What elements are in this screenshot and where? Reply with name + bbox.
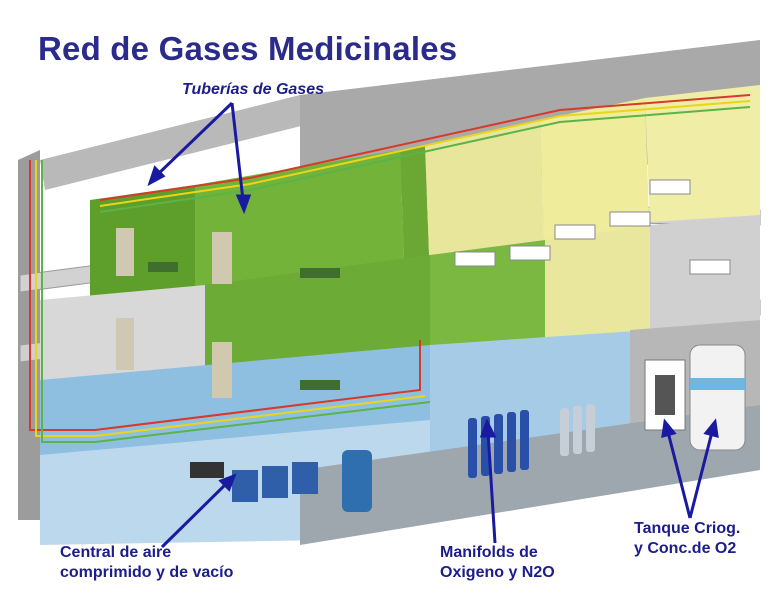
gas-pipes <box>29 94 751 443</box>
room-green-upper-right <box>400 145 430 285</box>
building-right-face <box>300 405 760 545</box>
arrow-air <box>160 480 230 549</box>
arrow-pipes-left <box>154 101 234 178</box>
arrow-tank-left <box>666 431 692 519</box>
roof-back-wall <box>40 95 305 190</box>
arrow-manifold <box>486 431 497 544</box>
cryogenic-tank-band <box>690 378 745 390</box>
operating-tables <box>148 262 340 390</box>
diagram-title: Red de Gases Medicinales <box>38 30 458 67</box>
pipe-upper-red <box>99 94 751 201</box>
pipe-upper-yellow <box>99 100 751 207</box>
basement-back-wall <box>40 345 430 455</box>
room-operating-upper-left <box>90 185 195 318</box>
label-cryogenic-tank: Tanque Criog. y Conc.de O2 <box>634 520 741 557</box>
concentrator-core <box>655 375 675 415</box>
door-lower-center <box>212 342 232 398</box>
pipe-upper-green <box>99 106 751 213</box>
callout-arrows <box>147 101 719 549</box>
ward-beds <box>454 179 731 275</box>
label-gas-pipes: Tuberías de Gases <box>182 81 324 98</box>
pipe-red <box>29 160 421 431</box>
label-air-vacuum-central: Central de aire comprimido y de vacío <box>60 544 234 581</box>
room-ward-upper <box>425 120 545 280</box>
pipe-yellow <box>35 160 426 437</box>
door-lower-left <box>116 318 134 370</box>
room-operating-upper <box>195 150 405 300</box>
vacuum-tank <box>342 450 372 512</box>
label-oxygen-n2o-manifolds: Manifolds de Oxigeno y N2O <box>440 544 555 581</box>
pipe-green <box>41 160 431 443</box>
door-upper-left <box>116 228 134 276</box>
door-upper-center <box>212 232 232 284</box>
cryogenic-tank <box>689 344 746 451</box>
air-compressors <box>190 462 318 502</box>
arrow-tank-right <box>688 431 714 519</box>
arrow-pipes-right <box>230 102 245 201</box>
